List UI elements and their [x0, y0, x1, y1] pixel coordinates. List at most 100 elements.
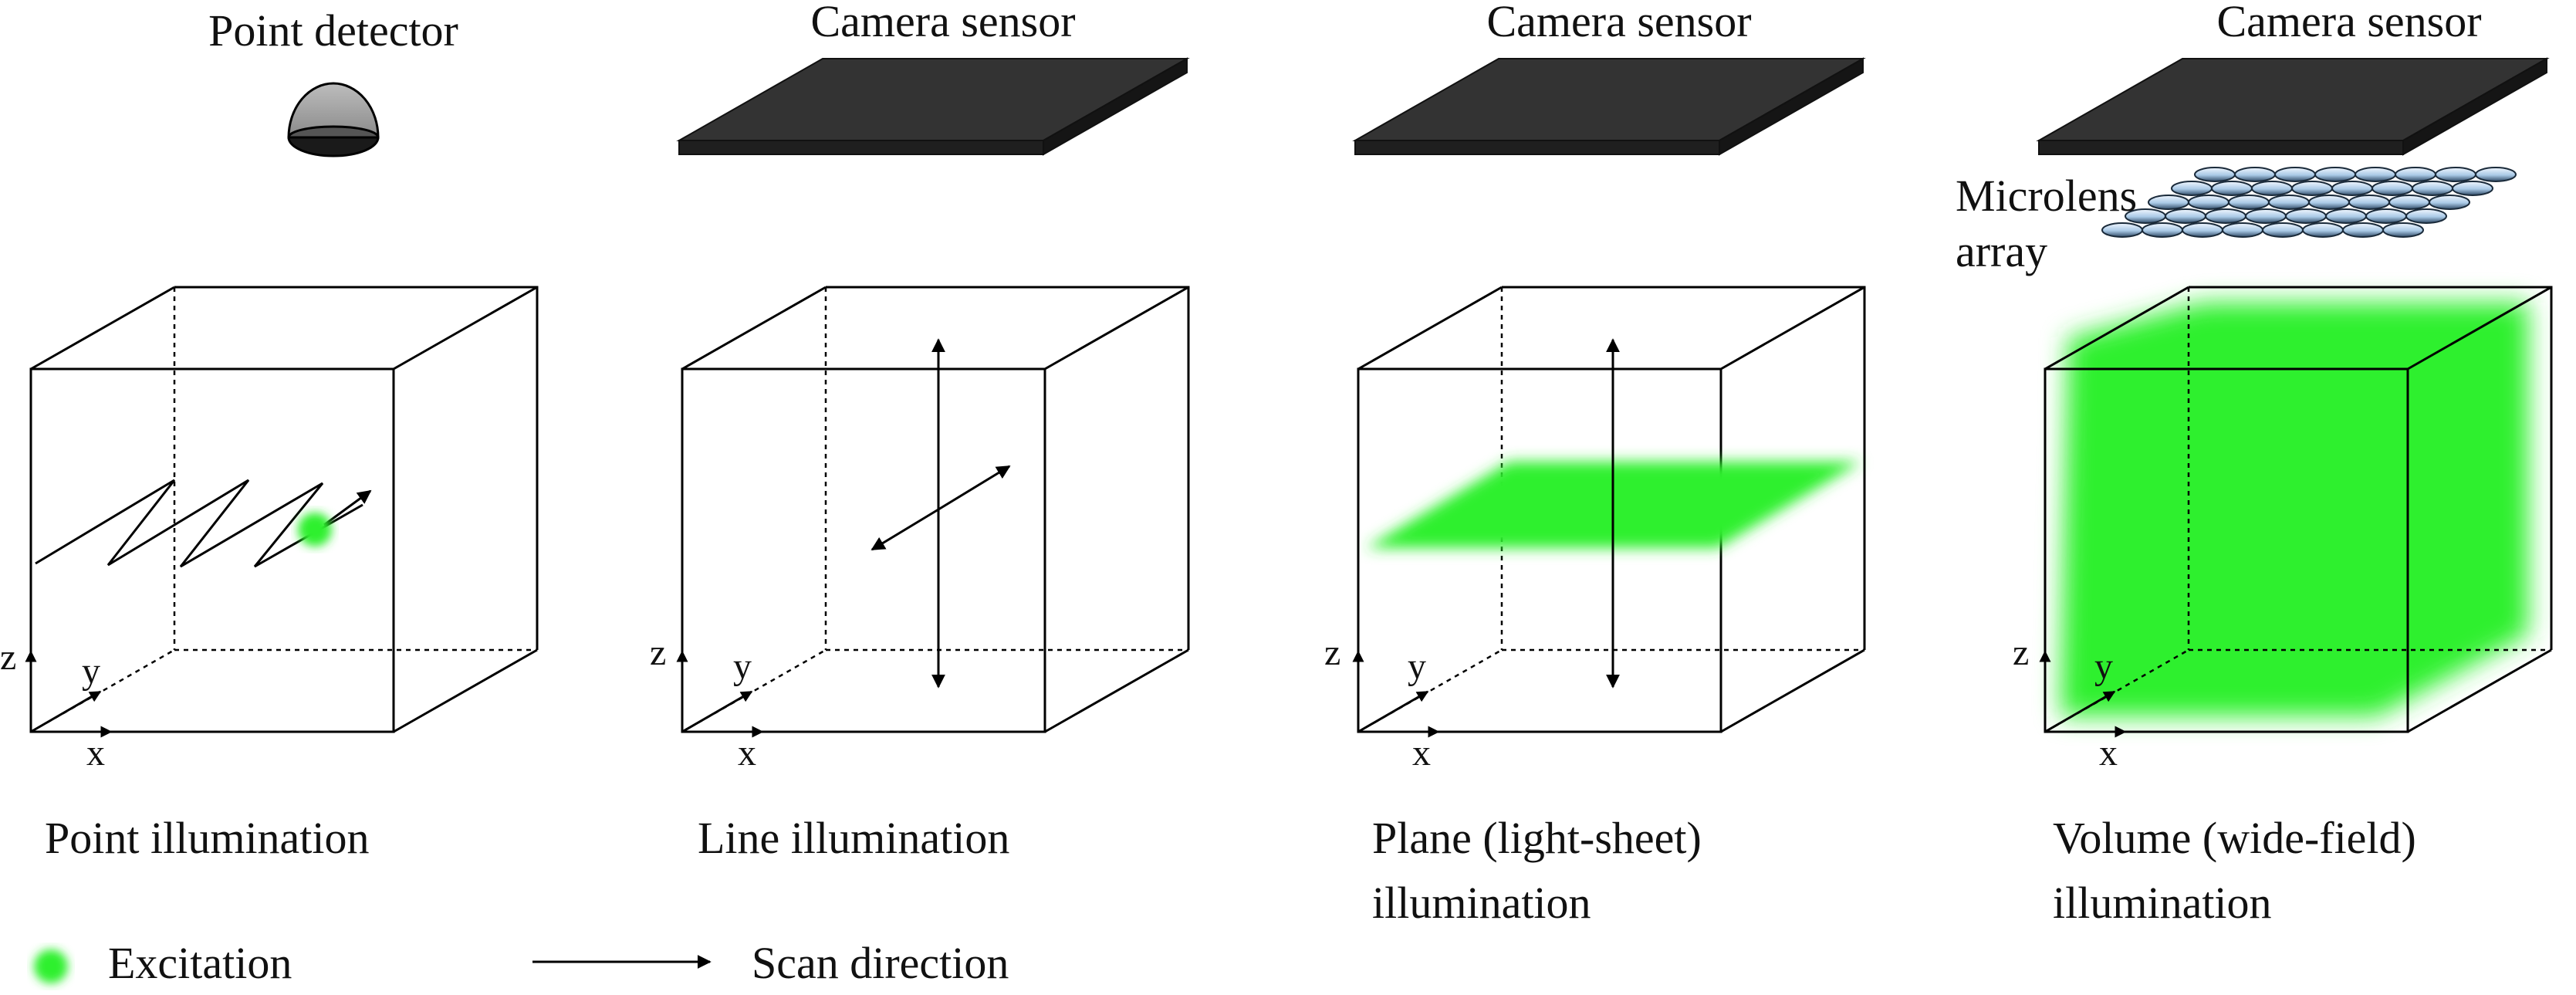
cube-edge — [1720, 286, 1865, 371]
panel-2-x-axis-label: x — [738, 733, 756, 773]
panel-3-y-axis-label: y — [1408, 646, 1426, 687]
panel-3-caption-line2: illumination — [1372, 878, 1591, 928]
cube-front-face — [29, 367, 395, 733]
panel-3-axes — [1352, 650, 1440, 738]
microlens-label-line1: Microlens — [1956, 171, 2138, 221]
cube-edge — [1044, 648, 1189, 733]
cube-front-face — [681, 367, 1046, 733]
scan-arrow-depth-back — [938, 465, 1011, 511]
cube-edge — [2407, 286, 2552, 371]
sensor-top-face — [1352, 58, 1866, 141]
microlens — [2251, 181, 2293, 196]
panel-3-caption-line1: Plane (light-sheet) — [1372, 813, 1702, 863]
cube-edge — [681, 286, 827, 371]
panel-4-z-axis-label: z — [2013, 632, 2030, 673]
panel-2-y-axis-label: y — [733, 646, 752, 687]
panel-4-sample-cube — [2044, 286, 2553, 733]
panel-1-axes — [25, 650, 113, 738]
microlens — [2194, 167, 2236, 182]
microlens — [2234, 167, 2276, 182]
dome-base — [287, 136, 380, 157]
legend-scan-label: Scan direction — [752, 938, 1009, 988]
microlens — [2222, 222, 2263, 238]
cube-edge — [1357, 286, 1503, 371]
panel-4-caption-line1: Volume (wide-field) — [2053, 813, 2416, 863]
y-axis-arrow — [2044, 690, 2116, 733]
microlens — [2101, 222, 2143, 238]
panel-3-sample-cube — [1357, 286, 1866, 733]
microlens-array-icon — [2101, 167, 2517, 238]
cube-edge — [393, 286, 538, 371]
cube-edge — [1044, 286, 1189, 371]
microlens — [2348, 195, 2390, 210]
microlens — [2331, 181, 2373, 196]
microlens — [2314, 167, 2356, 182]
microlens — [2268, 195, 2310, 210]
volume-illumination — [2060, 303, 2528, 716]
panel-2-axes — [676, 650, 764, 738]
point-detector-icon — [287, 82, 380, 157]
zigzag-scan-path — [35, 479, 363, 568]
legend-excitation-label: Excitation — [108, 938, 292, 988]
cube-edge — [2407, 648, 2552, 733]
microlens — [2475, 167, 2517, 182]
microlens — [2365, 208, 2407, 224]
panel-2-z-axis-label: z — [650, 632, 667, 673]
panel-1-sample-cube — [29, 286, 539, 733]
microlens — [2429, 195, 2470, 210]
microlens — [2302, 222, 2344, 238]
sensor-top-face — [2036, 58, 2550, 141]
microlens — [2382, 222, 2424, 238]
microlens — [2342, 222, 2384, 238]
microlens — [2308, 195, 2350, 210]
panel-4-camera-sensor — [2036, 57, 2550, 156]
panel-3-camera-sensor — [1352, 57, 1866, 156]
microlens — [2388, 195, 2430, 210]
microlens — [2245, 208, 2287, 224]
microlens — [2285, 208, 2327, 224]
panel-1-y-axis-label: y — [82, 651, 100, 692]
panel-1-x-axis-label: x — [86, 733, 105, 773]
microlens — [2452, 181, 2493, 196]
panel-4-y-axis-label: y — [2094, 646, 2113, 687]
cube-front-face — [1357, 367, 1722, 733]
panel-2-detector-label: Camera sensor — [810, 0, 1076, 46]
sensor-top-face — [676, 58, 1190, 141]
microlens — [2355, 167, 2396, 182]
microlens-label-line2: array — [1956, 226, 2048, 276]
dome-top — [287, 82, 380, 139]
scan-arrow-depth-front — [870, 508, 939, 551]
sensor-side-face — [2402, 57, 2547, 156]
microlens — [2205, 208, 2246, 224]
microlens — [2165, 208, 2206, 224]
cube-edge — [393, 648, 538, 733]
panel-1-caption: Point illumination — [45, 813, 370, 863]
y-axis-arrow — [1357, 690, 1429, 733]
panel-2-camera-sensor — [676, 57, 1190, 156]
panel-2-sample-cube — [681, 286, 1190, 733]
microlens — [2371, 181, 2413, 196]
microlens — [2142, 222, 2183, 238]
microlens — [2211, 181, 2253, 196]
sensor-front-face — [2038, 140, 2404, 155]
panel-3-detector-label: Camera sensor — [1486, 0, 1752, 46]
cube-edge — [2044, 286, 2189, 371]
microlens — [2274, 167, 2316, 182]
microlens — [2435, 167, 2476, 182]
microlens — [2405, 208, 2447, 224]
microlens — [2262, 222, 2304, 238]
microlens — [2395, 167, 2436, 182]
volume-fill — [2060, 303, 2528, 716]
legend-excitation-swatch — [34, 949, 68, 983]
microlens — [2412, 181, 2453, 196]
microlens — [2148, 195, 2189, 210]
panel-4-x-axis-label: x — [2099, 733, 2118, 773]
cube-edge — [1720, 648, 1865, 733]
panel-4-caption-line2: illumination — [2053, 878, 2272, 928]
cube-front-face — [2044, 367, 2409, 733]
panel-2-caption: Line illumination — [698, 813, 1010, 863]
sensor-side-face — [1719, 57, 1864, 156]
microlens — [2182, 222, 2223, 238]
